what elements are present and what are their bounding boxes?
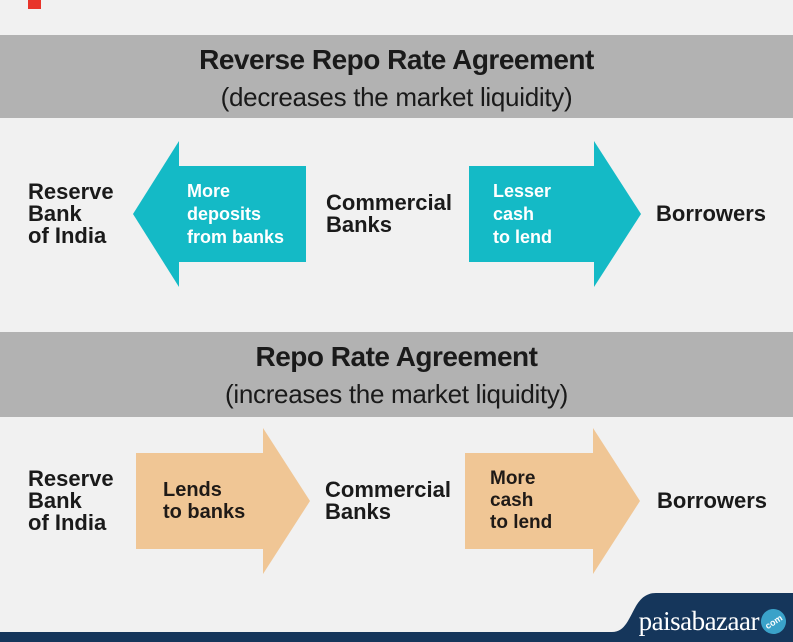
reverse-repo-title: Reverse Repo Rate Agreement [199, 44, 594, 75]
flow-arrow-lends-to-banks: Lends to banks [136, 428, 310, 574]
paisabazaar-logo: paisabazaar com [638, 604, 791, 639]
arrow-body: More deposits from banks [179, 166, 306, 262]
entity-reserve-bank: Reserve Bank of India [28, 466, 114, 535]
paisabazaar-wordmark: paisabazaar [638, 606, 760, 636]
flow-arrow-more-deposits: More deposits from banks [133, 141, 306, 287]
repo-subtitle: (increases the market liquidity) [225, 379, 568, 409]
repo-flow-row: Reserve Bank of India Lends to banks Com… [0, 417, 793, 585]
entity-commercial-banks: Commercial Banks [326, 190, 452, 237]
arrow-right-head [594, 141, 641, 287]
entity-reserve-bank: Reserve Bank of India [28, 179, 114, 248]
footer-wave-shape [0, 593, 793, 642]
com-badge-icon: com [756, 604, 791, 639]
entity-borrowers: Borrowers [657, 488, 768, 513]
flow-arrow-more-cash: More cash to lend [465, 428, 640, 574]
arrow-right-head [593, 428, 640, 574]
reverse-repo-flow-row: Reserve Bank of India More deposits from… [0, 118, 793, 332]
arrow-label: More deposits from banks [187, 180, 285, 247]
entity-borrowers: Borrowers [656, 201, 767, 226]
footer: paisabazaar com [0, 585, 793, 642]
flow-arrow-lesser-cash: Lesser cash to lend [469, 141, 641, 287]
arrow-left-head [133, 141, 179, 287]
arrow-body: Lends to banks [136, 453, 263, 549]
corner-marker [28, 0, 41, 9]
repo-title: Repo Rate Agreement [255, 341, 538, 372]
arrow-body: Lesser cash to lend [469, 166, 594, 262]
arrow-label: Lesser cash to lend [493, 180, 552, 247]
arrow-right-head [263, 428, 310, 574]
reverse-repo-banner: Reverse Repo Rate Agreement (decreases t… [0, 35, 793, 118]
arrow-label: Lends to banks [163, 479, 246, 523]
reverse-repo-subtitle: (decreases the market liquidity) [220, 82, 573, 112]
repo-banner: Repo Rate Agreement (increases the marke… [0, 332, 793, 417]
arrow-body: More cash to lend [465, 453, 593, 549]
arrow-label: More cash to lend [490, 468, 553, 533]
entity-commercial-banks: Commercial Banks [325, 477, 451, 524]
